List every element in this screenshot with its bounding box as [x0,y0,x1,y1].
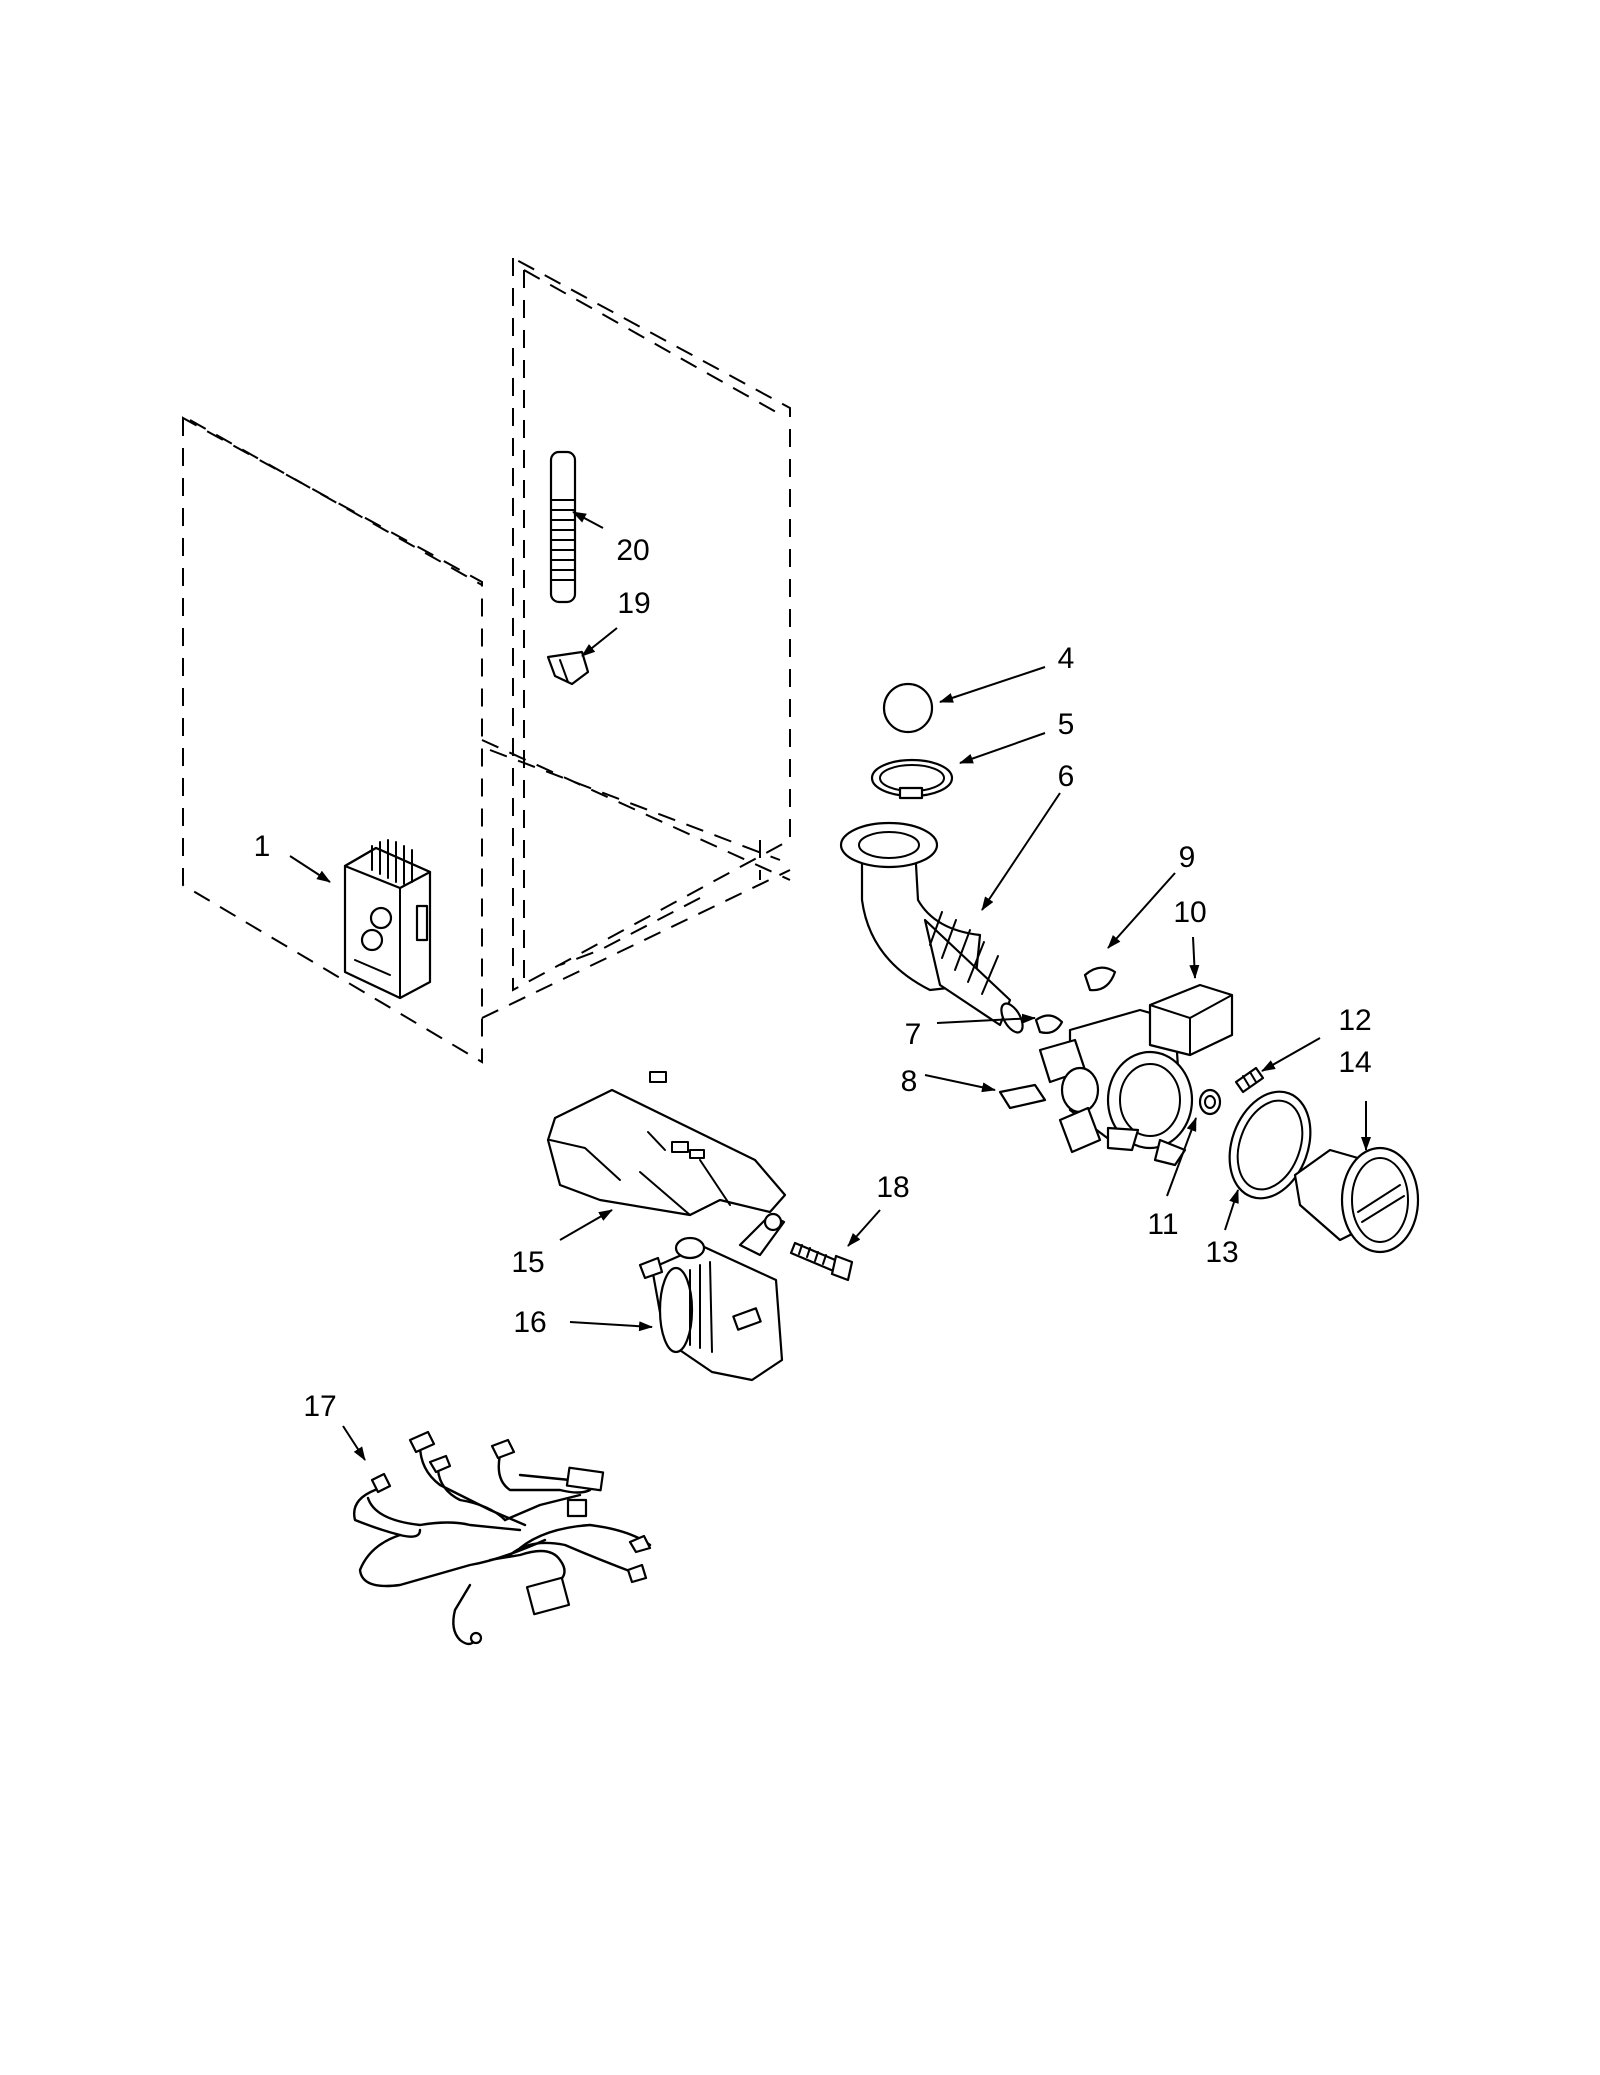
part-19-clamp [546,650,590,686]
callout-4: 4 [1058,642,1075,675]
part-16-motor [638,1212,786,1382]
part-9-clip [1083,966,1117,992]
part-7-clip [1034,1014,1064,1034]
callout-7: 7 [905,1018,922,1051]
cabinet-outline [182,256,791,1064]
part-17-wire-harness [353,1430,652,1646]
part-4-ball [882,682,934,734]
callout-5: 5 [1058,708,1075,741]
part-20-hose [549,450,577,604]
callout-11: 11 [1147,1208,1178,1241]
callout-9: 9 [1179,841,1196,874]
part-11-seal [1198,1088,1222,1116]
callout-8: 8 [901,1065,918,1098]
callout-16: 16 [513,1306,546,1339]
callout-19: 19 [617,587,650,620]
leader-arrows [289,511,1371,1461]
part-12-screw [1234,1066,1265,1094]
part-13-gasket [1228,1090,1312,1200]
callout-14: 14 [1338,1046,1371,1079]
callout-1: 1 [254,830,271,863]
callout-13: 13 [1205,1236,1238,1269]
callout-6: 6 [1058,760,1075,793]
part-15-cover [546,1071,787,1217]
callout-18: 18 [876,1171,909,1204]
callout-15: 15 [511,1246,544,1279]
callout-17: 17 [303,1390,336,1423]
part-5-clamp-ring [870,758,954,800]
callout-10: 10 [1173,896,1206,929]
callout-12: 12 [1338,1004,1371,1037]
part-10-drain-pump [1038,983,1234,1167]
callout-20: 20 [616,534,649,567]
part-8-bracket [998,1083,1047,1110]
part-14-filter [1293,1146,1420,1254]
part-18-bolt [789,1241,854,1282]
callout-labels: 1 4 5 6 7 8 9 10 11 12 13 14 15 16 17 18… [254,534,1372,1423]
part-6-sump-hose [839,821,1024,1034]
part-1-control-board [343,839,432,1000]
